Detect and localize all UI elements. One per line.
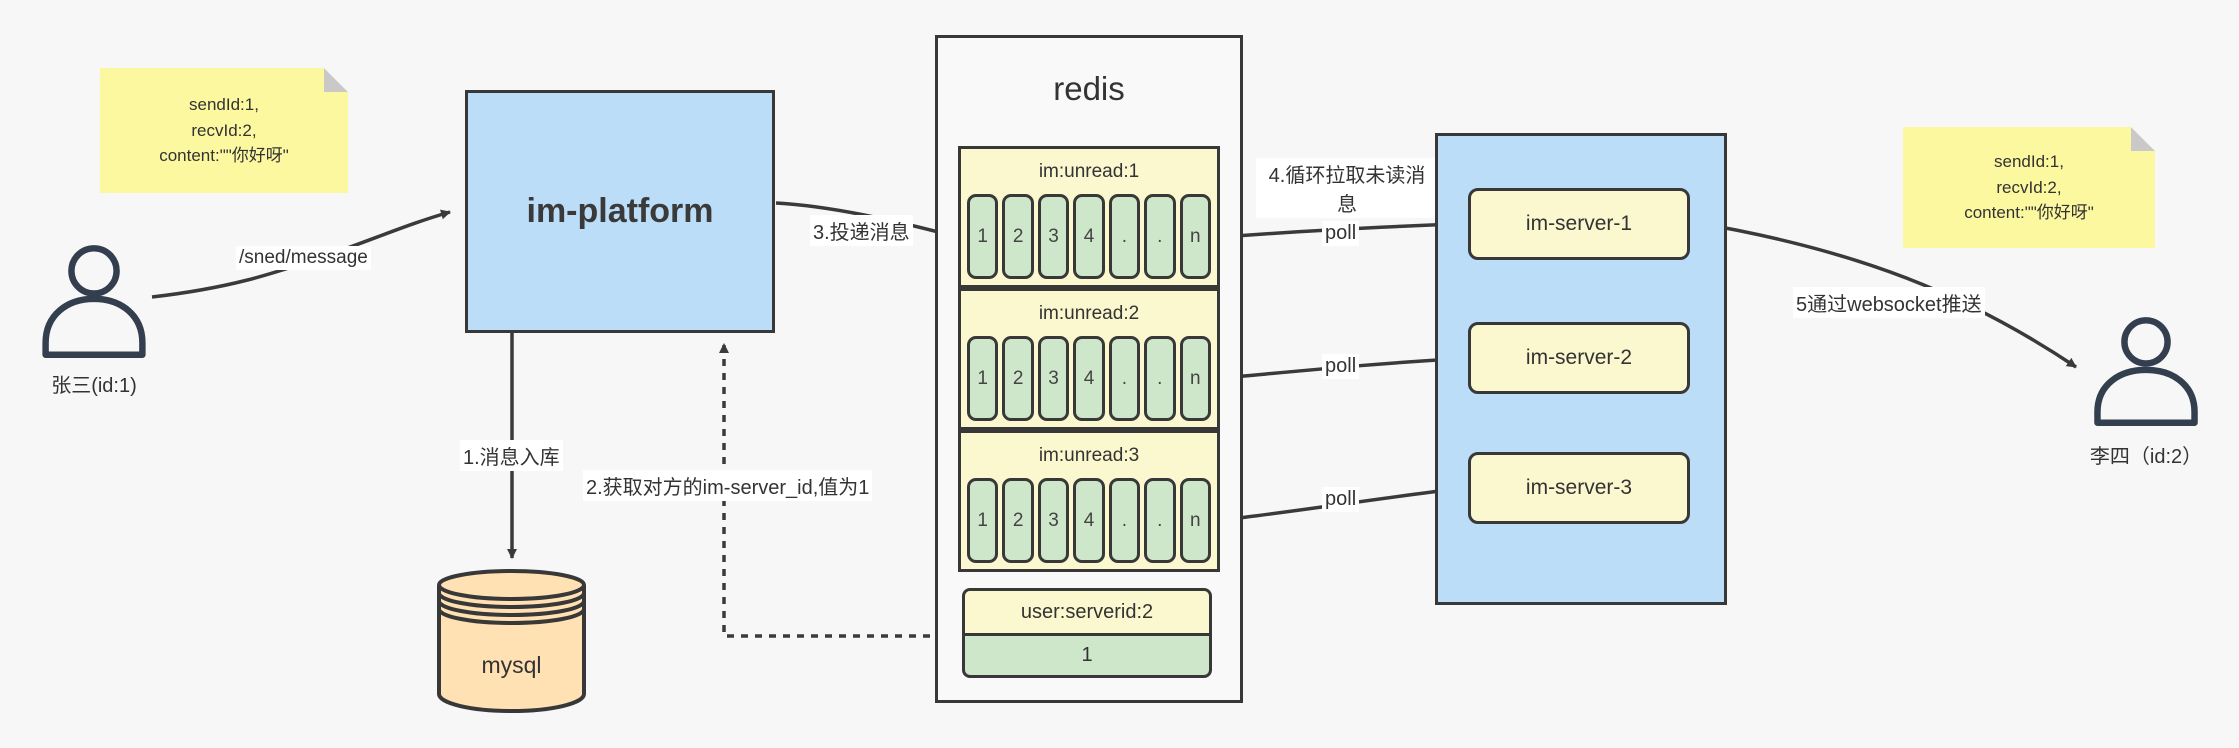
im-server-3-label: im-server-3 [1525, 476, 1633, 499]
unread-list-3: im:unread:3 1 2 3 4 . . n [958, 430, 1220, 572]
user-serverid-value: 1 [1081, 644, 1093, 666]
im-platform-label: im-platform [526, 192, 714, 230]
edge-label-deliver: 3.投递消息 [810, 215, 913, 246]
cell: 1 [967, 336, 999, 421]
edge-label-push: 5通过websocket推送 [1793, 287, 1985, 318]
cell: 2 [1002, 336, 1034, 421]
edge-label-poll-desc: 4.循环拉取未读消息 [1256, 158, 1438, 218]
mysql-cylinder-icon [437, 569, 586, 713]
note-line: recvId:2, [1996, 177, 2062, 197]
cell: 4 [1073, 478, 1105, 563]
unread-list-2: im:unread:2 1 2 3 4 . . n [958, 288, 1220, 430]
note-line: content:""你好呀" [1964, 203, 2094, 223]
person-icon-receiver [2094, 317, 2198, 426]
cell: 3 [1037, 336, 1070, 421]
sticky-note-left: sendId:1, recvId:2, content:""你好呀" [100, 68, 348, 193]
cell: 2 [1002, 478, 1034, 563]
cell: 4 [1073, 194, 1105, 279]
cell: . [1144, 194, 1176, 279]
im-server-2-label: im-server-2 [1525, 346, 1633, 369]
note-fold-icon [2131, 127, 2155, 151]
cell: 4 [1073, 336, 1105, 421]
cell: n [1179, 478, 1211, 563]
mysql-label: mysql [481, 652, 542, 678]
edge-label-poll-1: poll [1322, 221, 1360, 246]
im-server-3-box: im-server-3 [1468, 452, 1690, 524]
note-line: sendId:1, [189, 95, 259, 115]
cell: . [1108, 194, 1141, 279]
redis-title: redis [1053, 70, 1125, 107]
cell: 2 [1002, 194, 1034, 279]
edge-label-poll-3: poll [1322, 487, 1360, 512]
user-serverid-title: user:serverid:2 [965, 591, 1209, 636]
edge-label-poll-2: poll [1322, 354, 1360, 379]
sticky-note-right: sendId:1, recvId:2, content:""你好呀" [1903, 127, 2155, 248]
unread-list-1-title: im:unread:1 [1038, 161, 1140, 182]
cell: 3 [1037, 478, 1070, 563]
edge-label-store: 1.消息入库 [460, 440, 563, 471]
cell: 3 [1037, 194, 1070, 279]
receiver-label: 李四（id:2） [2089, 446, 2203, 468]
cell: n [1179, 194, 1211, 279]
edge-label-lookup: 2.获取对方的im-server_id,值为1 [583, 470, 873, 501]
note-line: content:""你好呀" [159, 146, 289, 166]
note-line: sendId:1, [1994, 152, 2064, 172]
user-serverid-box: user:serverid:2 1 [962, 588, 1212, 678]
im-server-1-box: im-server-1 [1468, 188, 1690, 260]
unread-list-3-title: im:unread:3 [1038, 445, 1140, 466]
unread-list-2-title: im:unread:2 [1038, 303, 1140, 324]
unread-list-1-cells: 1 2 3 4 . . n [961, 194, 1217, 285]
sender-label: 张三(id:1) [51, 375, 137, 397]
cell: . [1144, 478, 1176, 563]
unread-list-1: im:unread:1 1 2 3 4 . . n [958, 146, 1220, 288]
unread-list-2-cells: 1 2 3 4 . . n [961, 336, 1217, 427]
im-server-2-box: im-server-2 [1468, 322, 1690, 394]
person-icon-sender [42, 245, 146, 358]
cell: . [1108, 336, 1141, 421]
cell: n [1179, 336, 1211, 421]
im-platform-box: im-platform [465, 90, 775, 333]
edge-label-send: /sned/message [236, 246, 371, 270]
im-server-cluster-box: im-server-1 im-server-2 im-server-3 [1435, 133, 1727, 605]
cell: 1 [967, 478, 999, 563]
cell: 1 [967, 194, 999, 279]
im-server-1-label: im-server-1 [1525, 212, 1633, 235]
cell: . [1144, 336, 1176, 421]
unread-list-3-cells: 1 2 3 4 . . n [961, 478, 1217, 569]
cell: . [1108, 478, 1141, 563]
redis-container: redis im:unread:1 1 2 3 4 . . n im:unrea… [935, 35, 1243, 703]
note-line: recvId:2, [191, 120, 257, 140]
note-fold-icon [324, 68, 348, 92]
